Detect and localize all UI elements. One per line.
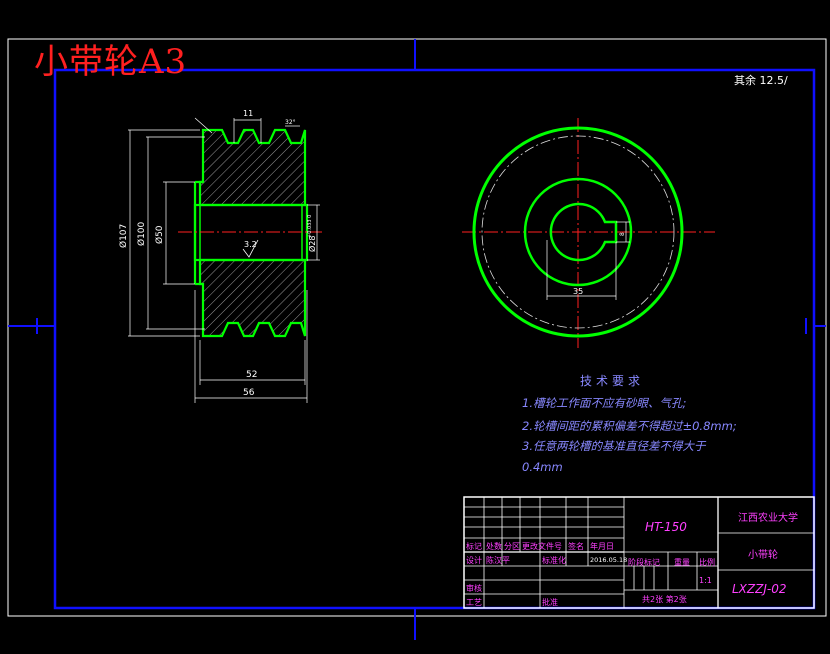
tb-date-value: 2016.05.18 — [590, 556, 628, 564]
tb-stage-mark: 阶段标记 — [628, 558, 660, 567]
bore-keyway — [549, 202, 618, 262]
dim-dia-pitch: Ø100 — [136, 221, 147, 246]
school-name: 江西农业大学 — [738, 513, 798, 524]
tb-design-name: 陈汉平 — [486, 556, 510, 565]
roughness-bore-label: 3.2 — [244, 240, 257, 249]
roughness-symbol — [242, 239, 259, 258]
part-name: 小带轮 — [748, 550, 778, 561]
dim-dia-bore: Ø28 — [307, 236, 317, 252]
dim-width-56: 56 — [243, 388, 255, 398]
tech-requirement-1: 1.槽轮工作面不应有砂眼、气孔; — [522, 396, 687, 410]
tb-ratio: 比例 — [699, 558, 715, 567]
outer-rim-circle — [472, 126, 684, 338]
dim-keyway-8: 8 — [619, 232, 626, 236]
tech-requirement-4: 0.4mm — [522, 460, 563, 474]
hub-circle — [523, 177, 633, 287]
tb-design: 设计 — [466, 556, 482, 565]
sheet-inner-border — [53, 68, 816, 610]
tb-date: 年月日 — [590, 542, 614, 551]
section-hatch-lower — [198, 258, 307, 338]
sheet-title: 小带轮A3 — [34, 42, 188, 82]
dim-bore-tolerance: +0.033 0 — [307, 215, 313, 238]
centering-marks — [8, 39, 826, 640]
sheet-outer-frame — [7, 38, 827, 617]
tb-approve: 批准 — [542, 598, 558, 607]
scale: 1:1 — [699, 576, 712, 585]
tb-zone: 分区 — [504, 542, 520, 551]
dim-dia-outer: Ø107 — [118, 224, 129, 248]
tb-process: 工艺 — [466, 598, 482, 607]
pitch-circle — [481, 135, 675, 329]
tb-mark: 标记 — [466, 542, 482, 551]
tech-requirements-heading: 技术要求 — [580, 374, 645, 388]
section-hatch-upper — [198, 128, 307, 207]
tech-requirement-2: 2.轮槽间距的累积偏差不得超过±0.8mm; — [522, 419, 737, 433]
tb-weight: 重量 — [674, 558, 690, 567]
title-block — [463, 496, 815, 609]
tech-requirement-3: 3.任意两轮槽的基准直径差不得大于 — [522, 439, 706, 453]
tb-signature: 签名 — [568, 542, 584, 551]
section-view: 3.2 — [118, 109, 322, 403]
dim-groove-angle: 32° — [285, 119, 296, 126]
dim-keyway-35: 35 — [573, 287, 583, 296]
dim-groove-width: 11 — [243, 109, 253, 118]
tb-standardize: 标准化 — [542, 556, 566, 565]
roughness-note: 其余 12.5/ — [734, 74, 788, 87]
tb-change-doc: 更改文件号 — [522, 542, 562, 551]
dim-width-52: 52 — [246, 370, 257, 380]
material: HT-150 — [645, 520, 687, 534]
tb-count: 处数 — [486, 542, 502, 551]
tb-review: 审核 — [466, 584, 482, 593]
front-view: 35 8 — [462, 118, 715, 348]
sheet-count: 共2张 第2张 — [642, 595, 687, 604]
dim-dia-hub: Ø50 — [154, 225, 165, 244]
drawing-number: LXZZJ-02 — [732, 582, 787, 596]
